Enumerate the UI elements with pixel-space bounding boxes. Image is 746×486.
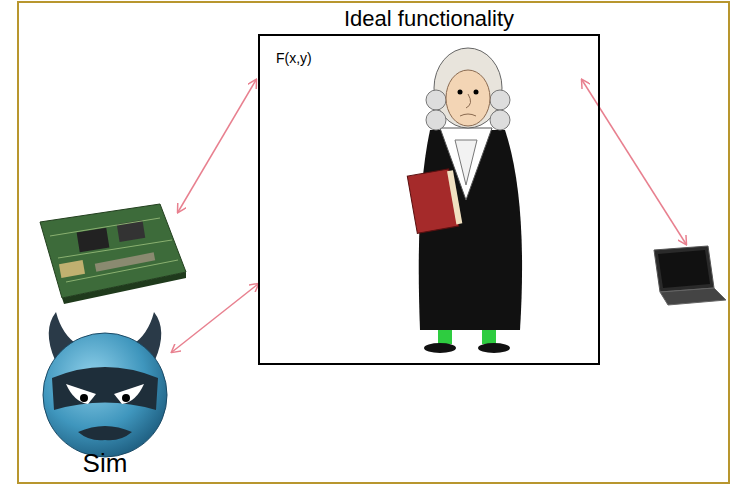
simulator-figure: Sim [40,312,170,482]
board-arrow [178,80,256,212]
judge-figure [407,48,522,353]
circuit-board [40,204,186,304]
box-heading: Ideal functionality [260,6,598,32]
slide-frame [18,2,729,483]
laptop-arrow [582,80,686,244]
devil-face [43,312,167,457]
functionality-box: Ideal functionalityF(x,y) [258,34,600,365]
figure-label: Sim [40,448,170,478]
laptop-icon [654,246,726,305]
function-label: F(x,y) [276,50,312,66]
message-arrow [172,284,258,352]
